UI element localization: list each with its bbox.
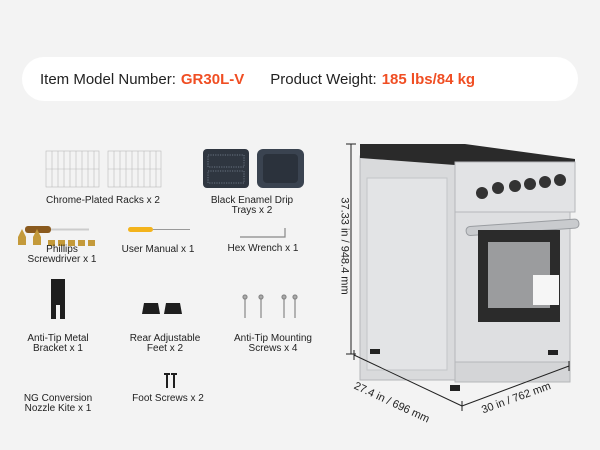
- hex-wrench-icon: [240, 228, 286, 238]
- mounting-screws-icon: [242, 294, 298, 318]
- weight-value: 185 lbs/84 kg: [381, 70, 476, 88]
- caption-line: Screwdriver x 1: [27, 254, 97, 265]
- caption-line: Rear Adjustable: [129, 333, 201, 344]
- yellow-tool-icon: [128, 227, 190, 232]
- drip-tray-icon: [203, 149, 304, 188]
- caption-line: NG Conversion: [23, 393, 93, 404]
- height-dimension: 37.33 in / 948.4 mm: [338, 197, 351, 295]
- caption-line: Bracket x 1: [32, 343, 84, 354]
- specs-banner: Item Model Number: GR30L-V Product Weigh…: [22, 57, 578, 101]
- caption-foot-screws: Foot Screws x 2: [132, 394, 204, 404]
- foot-screws-icon: [164, 373, 177, 388]
- caption-line: Trays x 2: [231, 205, 273, 216]
- caption-line: Phillips: [46, 244, 78, 255]
- screwdriver-icon: [25, 226, 89, 233]
- caption-line: Feet x 2: [146, 343, 184, 354]
- gas-range-illustration: [346, 143, 580, 411]
- caption-line: Black Enamel Drip: [210, 195, 294, 206]
- caption-line: Anti-Tip Mounting: [234, 333, 312, 344]
- feet-icon: [142, 303, 182, 314]
- caption-line: Chrome-Plated Racks x 2: [46, 195, 160, 206]
- caption-line: Hex Wrench x 1: [227, 243, 299, 254]
- nozzle-icon: [18, 229, 95, 246]
- dimension-lines: [346, 143, 570, 411]
- model-label: Item Model Number:: [40, 70, 176, 88]
- caption-line: User Manual x 1: [121, 244, 195, 255]
- caption-hex-wrench: Hex Wrench x 1: [228, 244, 299, 254]
- accessories-illustrations: [18, 149, 304, 388]
- caption-line: Anti-Tip Metal: [27, 333, 89, 344]
- caption-user-manual: User Manual x 1: [122, 245, 195, 255]
- rack-icon: [45, 150, 162, 188]
- model-value: GR30L-V: [180, 70, 245, 88]
- caption-line: Nozzle Kite x 1: [24, 403, 92, 414]
- caption-line: Screws x 4: [248, 343, 298, 354]
- caption-racks: Chrome-Plated Racks x 2: [46, 196, 160, 206]
- weight-label: Product Weight:: [270, 70, 377, 88]
- bracket-icon: [51, 279, 65, 319]
- caption-line: Foot Screws x 2: [132, 393, 204, 404]
